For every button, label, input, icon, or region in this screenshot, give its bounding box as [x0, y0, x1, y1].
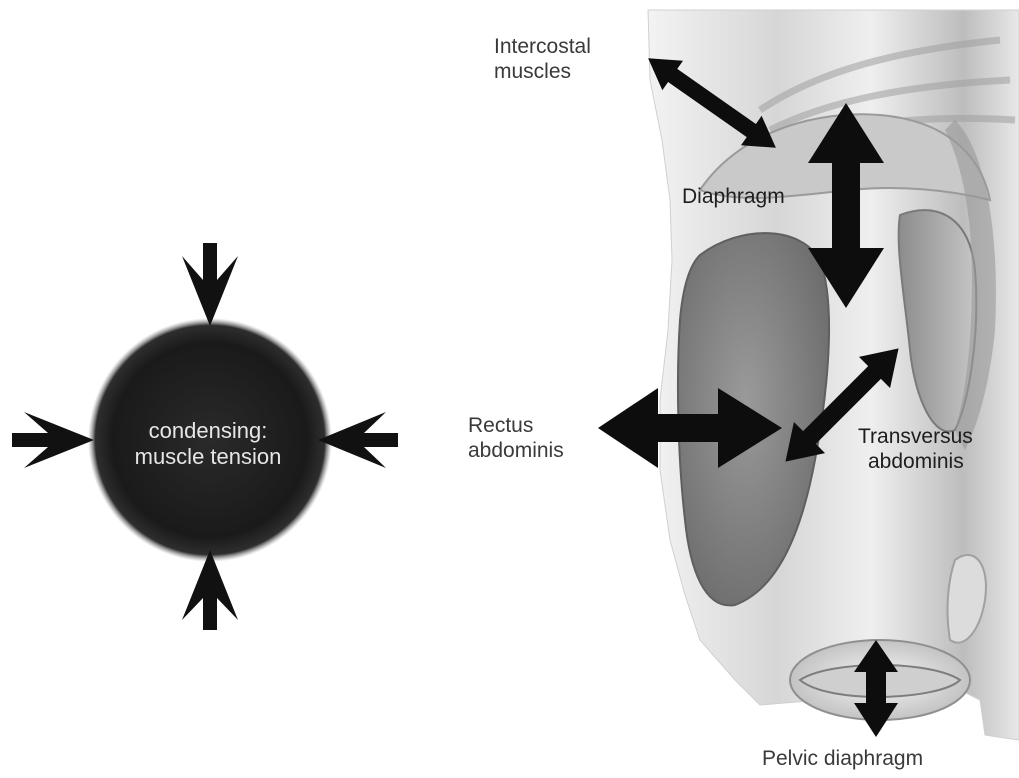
hip-bone — [946, 554, 987, 644]
label-pelvic-text: Pelvic diaphragm — [762, 747, 924, 770]
label-diaphragm: Diaphragm — [682, 184, 785, 209]
muscle-arrows — [598, 58, 899, 737]
label-intercostal-line-1: Intercostal — [494, 35, 591, 58]
label-intercostal: Intercostal muscles — [494, 34, 591, 84]
arrow-intercostal — [648, 58, 776, 148]
arrow-right — [318, 412, 398, 468]
torso-illustration — [647, 9, 1019, 741]
arrow-top — [182, 243, 238, 326]
oblique-band — [945, 120, 996, 450]
arrow-pelvic — [854, 640, 898, 737]
label-transversus-line-2: abdominis — [868, 450, 964, 473]
label-rectus: Rectus abdominis — [468, 413, 564, 463]
circle-label: condensing: muscle tension — [100, 418, 316, 470]
circle-label-line-1: condensing: — [148, 418, 268, 443]
label-transversus-line-1: Transversus — [858, 425, 973, 448]
circle-label-line-2: muscle tension — [134, 444, 282, 469]
arrow-left — [12, 412, 94, 468]
label-rectus-line-1: Rectus — [468, 414, 534, 437]
condensing-ball-group — [12, 243, 398, 630]
arrow-transversus — [785, 348, 899, 462]
arrow-rectus — [598, 388, 782, 468]
arrow-diaphragm — [808, 103, 884, 308]
arrow-bottom — [182, 550, 238, 630]
label-transversus: Transversus abdominis — [858, 424, 973, 474]
condensing-ball — [88, 318, 332, 562]
label-pelvic: Pelvic diaphragm — [762, 746, 923, 771]
label-rectus-line-2: abdominis — [468, 439, 564, 462]
label-intercostal-line-2: muscles — [494, 60, 572, 83]
label-diaphragm-text: Diaphragm — [682, 185, 785, 208]
